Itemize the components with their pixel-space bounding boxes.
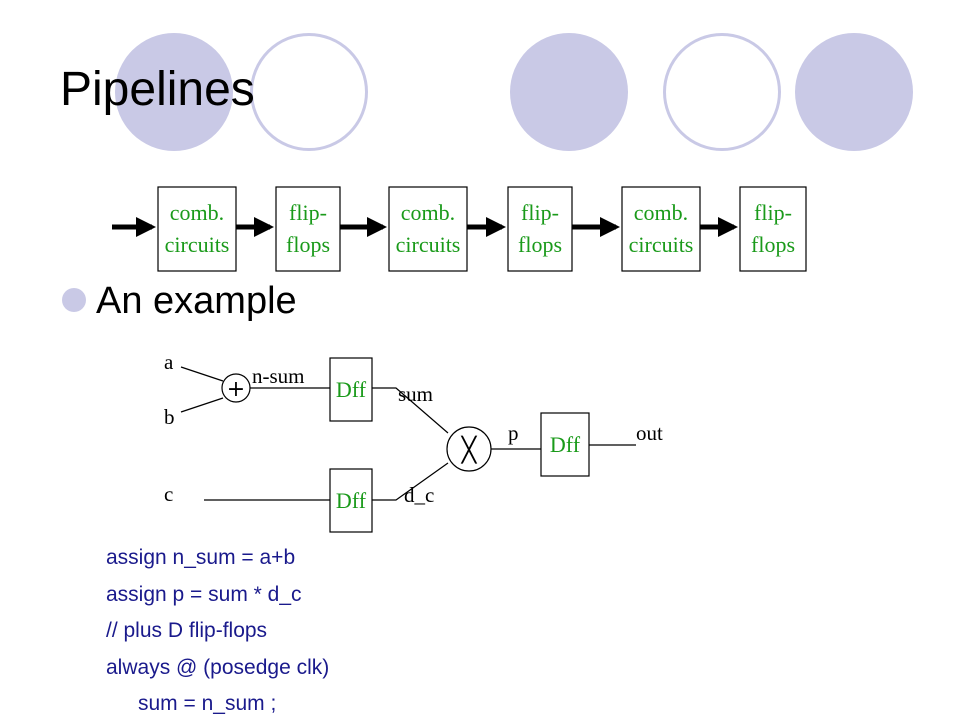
sum-label: sum bbox=[398, 382, 433, 406]
wire-sum bbox=[372, 387, 449, 434]
pipeline-row: comb. circuits flip- flops comb. circuit… bbox=[112, 186, 807, 272]
p-label: p bbox=[508, 421, 519, 445]
stage-3-line2: circuits bbox=[396, 232, 461, 257]
wire-a bbox=[180, 366, 224, 382]
pipeline-stage-ff-3 bbox=[739, 186, 807, 272]
dff-out-label: Dff bbox=[550, 432, 581, 457]
bullet-dot bbox=[62, 288, 86, 312]
input-a-label: a bbox=[164, 350, 174, 374]
slide-title: Pipelines bbox=[60, 63, 255, 116]
dff-sum-label: Dff bbox=[336, 377, 367, 402]
code-block: assign n_sum = a+b assign p = sum * d_c … bbox=[106, 540, 329, 723]
bullet-text: An example bbox=[96, 280, 297, 322]
code-line-2: assign p = sum * d_c bbox=[106, 582, 302, 606]
decor-circle-5 bbox=[795, 33, 913, 151]
decor-ring-2 bbox=[250, 33, 368, 151]
n-sum-label: n-sum bbox=[252, 364, 305, 388]
stage-6-line1: flip- bbox=[754, 200, 792, 225]
pipeline-stage-comb-1 bbox=[157, 186, 237, 272]
dff-sum bbox=[329, 357, 373, 422]
stage-3-line1: comb. bbox=[401, 200, 455, 225]
code-line-4: always @ (posedge clk) bbox=[106, 655, 330, 679]
code-line-3: // plus D flip-flops bbox=[106, 619, 268, 642]
stage-6-line2: flops bbox=[751, 232, 795, 257]
wire-b bbox=[180, 397, 224, 413]
decor-circle-3 bbox=[510, 33, 628, 151]
adder-symbol: + bbox=[227, 377, 245, 402]
pipeline-stage-ff-2 bbox=[507, 186, 573, 272]
out-label: out bbox=[636, 421, 663, 445]
code-line-5: sum = n_sum ; bbox=[138, 692, 277, 715]
decor-ring-4 bbox=[663, 33, 781, 151]
stage-1-line1: comb. bbox=[170, 200, 224, 225]
stage-4-line2: flops bbox=[518, 232, 562, 257]
pipeline-stage-comb-2 bbox=[388, 186, 468, 272]
stage-4-line1: flip- bbox=[521, 200, 559, 225]
stage-2-line2: flops bbox=[286, 232, 330, 257]
example-circuit: a b c + n-sum Dff sum Dff d_c ╳ p bbox=[164, 350, 663, 533]
multiplier-symbol: ╳ bbox=[460, 435, 478, 464]
dff-d-c bbox=[329, 468, 373, 533]
input-b-label: b bbox=[164, 405, 175, 429]
stage-5-line1: comb. bbox=[634, 200, 688, 225]
d-c-label: d_c bbox=[404, 483, 434, 507]
pipeline-stage-comb-3 bbox=[621, 186, 701, 272]
stage-5-line2: circuits bbox=[629, 232, 694, 257]
decor-circle-1 bbox=[115, 33, 233, 151]
dff-out bbox=[540, 412, 590, 477]
input-c-label: c bbox=[164, 482, 173, 506]
code-line-1: assign n_sum = a+b bbox=[106, 546, 296, 569]
stage-2-line1: flip- bbox=[289, 200, 327, 225]
stage-1-line2: circuits bbox=[165, 232, 230, 257]
wire-d-c bbox=[372, 462, 449, 501]
dff-d-c-label: Dff bbox=[336, 488, 367, 513]
